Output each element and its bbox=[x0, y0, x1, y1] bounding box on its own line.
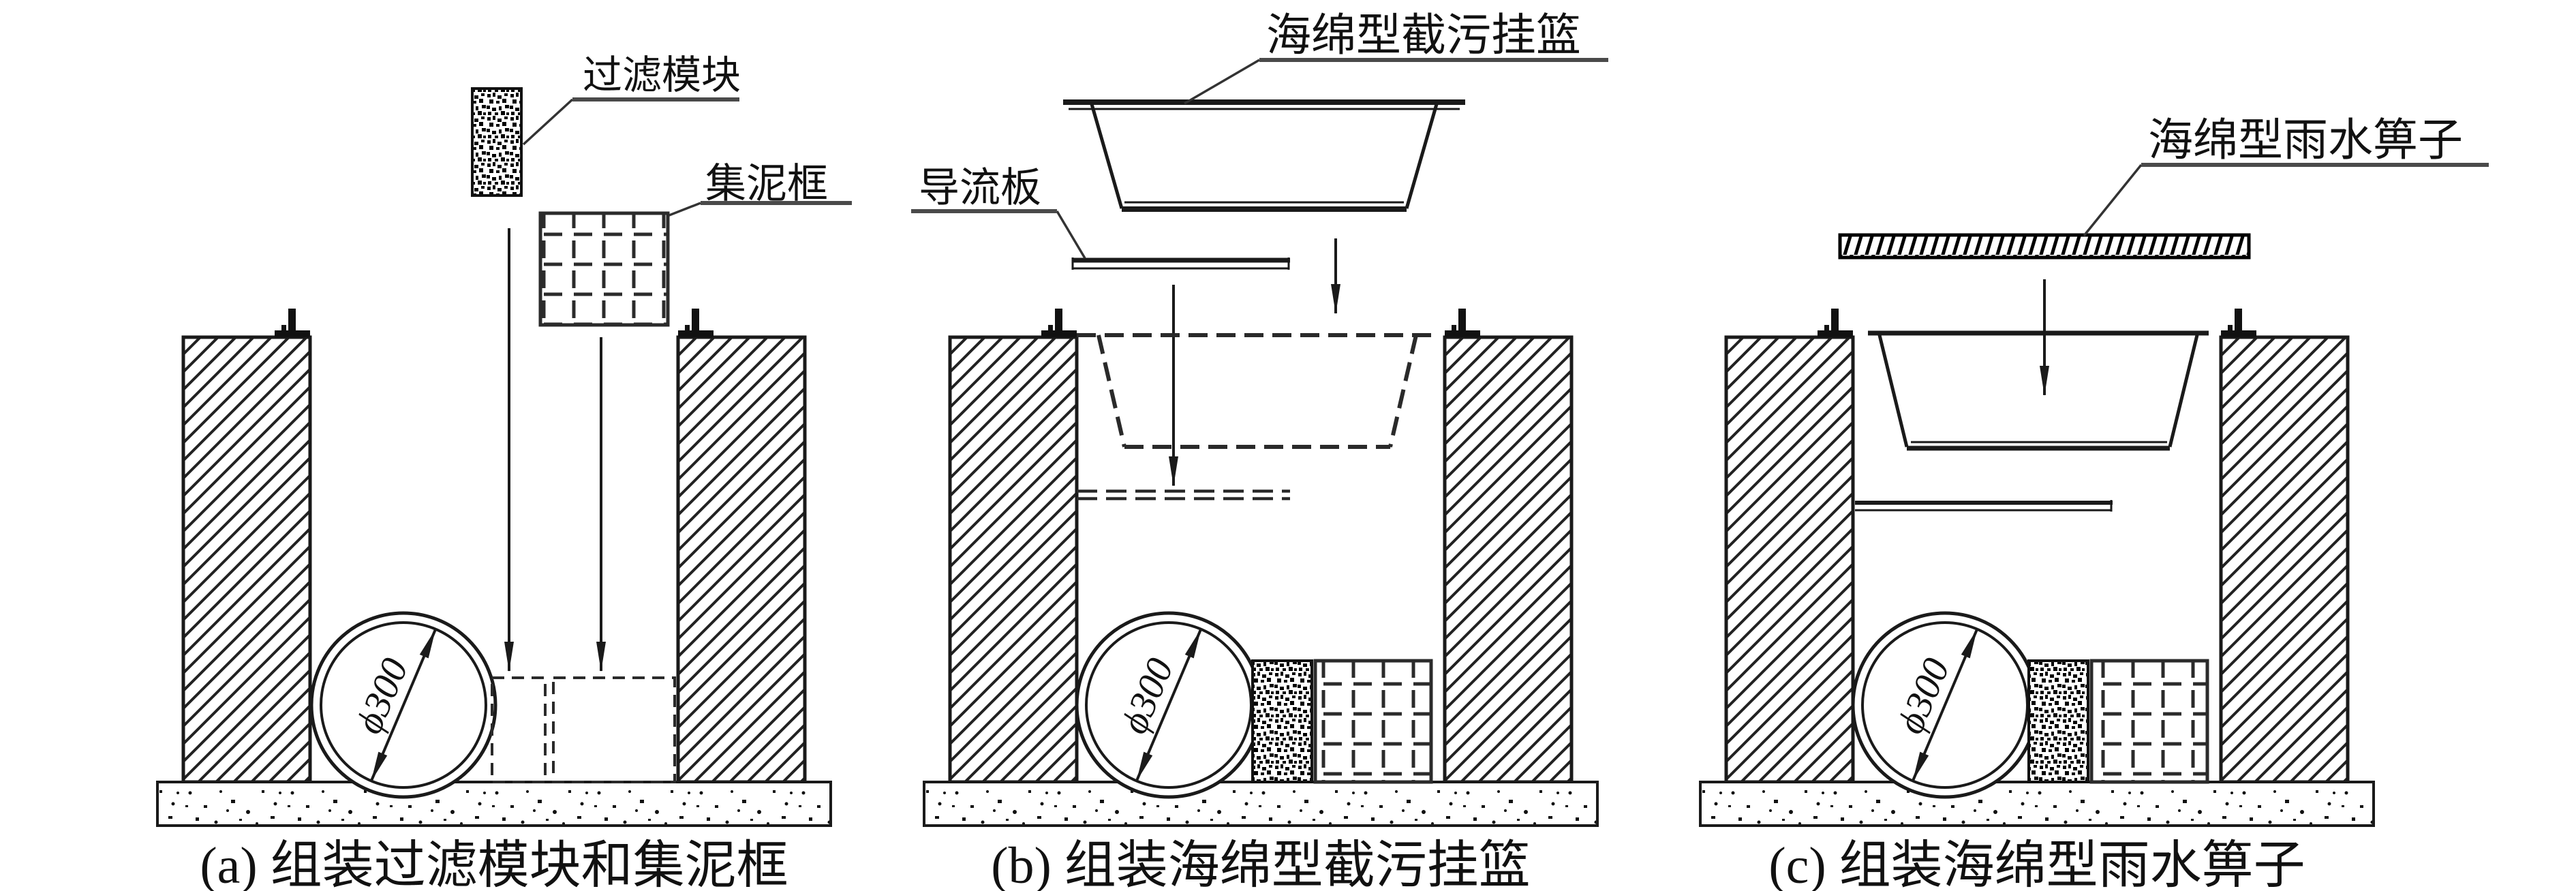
caption-a: (a) 组装过滤模块和集泥框 bbox=[200, 837, 788, 891]
panel-a: ϕ300 过滤模块 集泥框 (a) 组装过滤模块和集泥框 bbox=[157, 53, 852, 891]
grate-item bbox=[1838, 233, 2251, 260]
deflector-position-dashed bbox=[1077, 489, 1290, 501]
deflector-installed bbox=[1855, 500, 2113, 512]
mud-frame-item bbox=[538, 211, 670, 327]
filter-module-label: 过滤模块 bbox=[583, 53, 741, 97]
basket-leader bbox=[1184, 59, 1260, 105]
basket-position-dashed bbox=[1077, 333, 1438, 449]
mud-frame-installed-c bbox=[2089, 659, 2209, 784]
deflector-leader bbox=[1056, 210, 1086, 259]
deflector-item bbox=[1071, 257, 1290, 270]
pipe-phi300-b bbox=[1077, 613, 1261, 797]
panel-b: ϕ300 海绵型截污挂篮 导流板 bbox=[911, 11, 1608, 891]
filter-module-item bbox=[471, 87, 523, 197]
mud-frame-installed-b bbox=[1313, 659, 1433, 784]
basket-installed bbox=[1868, 330, 2209, 451]
basket-label: 海绵型截污挂篮 bbox=[1266, 11, 1581, 61]
caption-c: (c) 组装海绵型雨水箅子 bbox=[1768, 837, 2305, 891]
filter-module-installed-c bbox=[2027, 659, 2089, 783]
filter-module-leader bbox=[522, 98, 574, 146]
pipe-phi300-c bbox=[1853, 613, 2037, 797]
grate-leader bbox=[2083, 163, 2143, 237]
deflector-label: 导流板 bbox=[919, 166, 1041, 210]
mud-frame-leader bbox=[669, 202, 701, 217]
basket-item bbox=[1063, 99, 1465, 212]
pipe-phi300-a bbox=[311, 613, 495, 797]
caption-b: (b) 组装海绵型截污挂篮 bbox=[991, 837, 1531, 891]
mud-frame-position-dashed bbox=[552, 676, 676, 783]
grate-label: 海绵型雨水箅子 bbox=[2148, 116, 2463, 166]
filter-module-installed-b bbox=[1251, 659, 1313, 783]
panel-c: ϕ300 海绵型雨水箅子 (c) 组装海绵型雨水箅子 bbox=[1700, 116, 2489, 891]
mud-frame-label: 集泥框 bbox=[705, 161, 828, 206]
filter-module-position-dashed bbox=[491, 676, 547, 783]
